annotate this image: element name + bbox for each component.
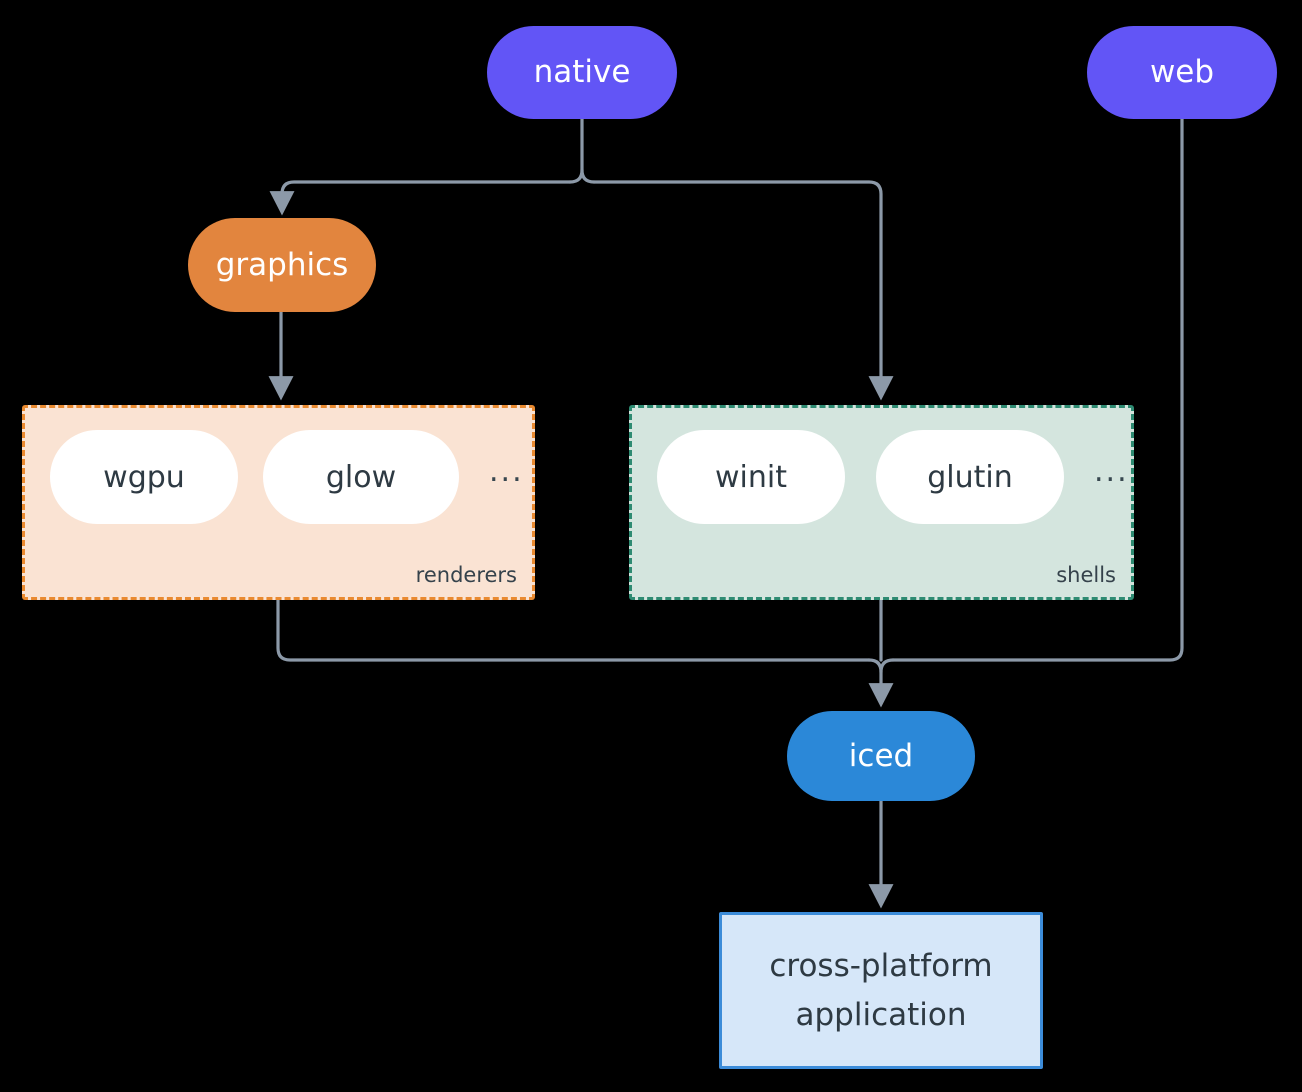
- leaf-glow[interactable]: glow: [263, 430, 459, 524]
- edge-native-to-graphics: [269, 180, 572, 216]
- edge-bus-to-iced: [867, 658, 894, 708]
- edge-native-to-shells: [592, 180, 894, 401]
- node-graphics[interactable]: graphics: [188, 218, 376, 312]
- renderers-more-ellipsis: ...: [489, 454, 524, 489]
- group-renderers-label: renderers: [415, 563, 517, 587]
- edge-renderers-to-iced: [276, 598, 871, 662]
- node-web[interactable]: web: [1087, 26, 1277, 119]
- node-iced[interactable]: iced: [787, 711, 975, 801]
- node-native-label: native: [533, 54, 631, 91]
- group-shells-items: winit glutin ...: [632, 430, 1129, 524]
- leaf-wgpu-label: wgpu: [103, 459, 185, 495]
- node-cross-platform-application[interactable]: cross-platform application: [719, 912, 1043, 1069]
- leaf-winit-label: winit: [715, 459, 787, 495]
- leaf-glutin[interactable]: glutin: [876, 430, 1064, 524]
- node-iced-label: iced: [848, 737, 914, 774]
- application-label-line2: application: [795, 996, 967, 1033]
- group-shells: winit glutin ... shells: [629, 405, 1134, 600]
- leaf-wgpu[interactable]: wgpu: [50, 430, 238, 524]
- edge-native-stem-left: [568, 168, 584, 184]
- leaf-glow-label: glow: [325, 459, 397, 495]
- leaf-glutin-label: glutin: [927, 459, 1013, 495]
- leaf-winit[interactable]: winit: [657, 430, 845, 524]
- node-web-label: web: [1149, 54, 1215, 91]
- application-label-line1: cross-platform: [769, 948, 993, 985]
- node-graphics-label: graphics: [215, 246, 349, 283]
- edge-bus-to-iced-right: [879, 658, 895, 674]
- shells-more-ellipsis: ...: [1094, 454, 1129, 489]
- group-shells-label: shells: [1056, 563, 1116, 587]
- group-renderers: wgpu glow ... renderers: [22, 405, 535, 600]
- edge-native-stem: [580, 117, 596, 184]
- node-native[interactable]: native: [487, 26, 677, 119]
- group-renderers-items: wgpu glow ...: [25, 430, 524, 524]
